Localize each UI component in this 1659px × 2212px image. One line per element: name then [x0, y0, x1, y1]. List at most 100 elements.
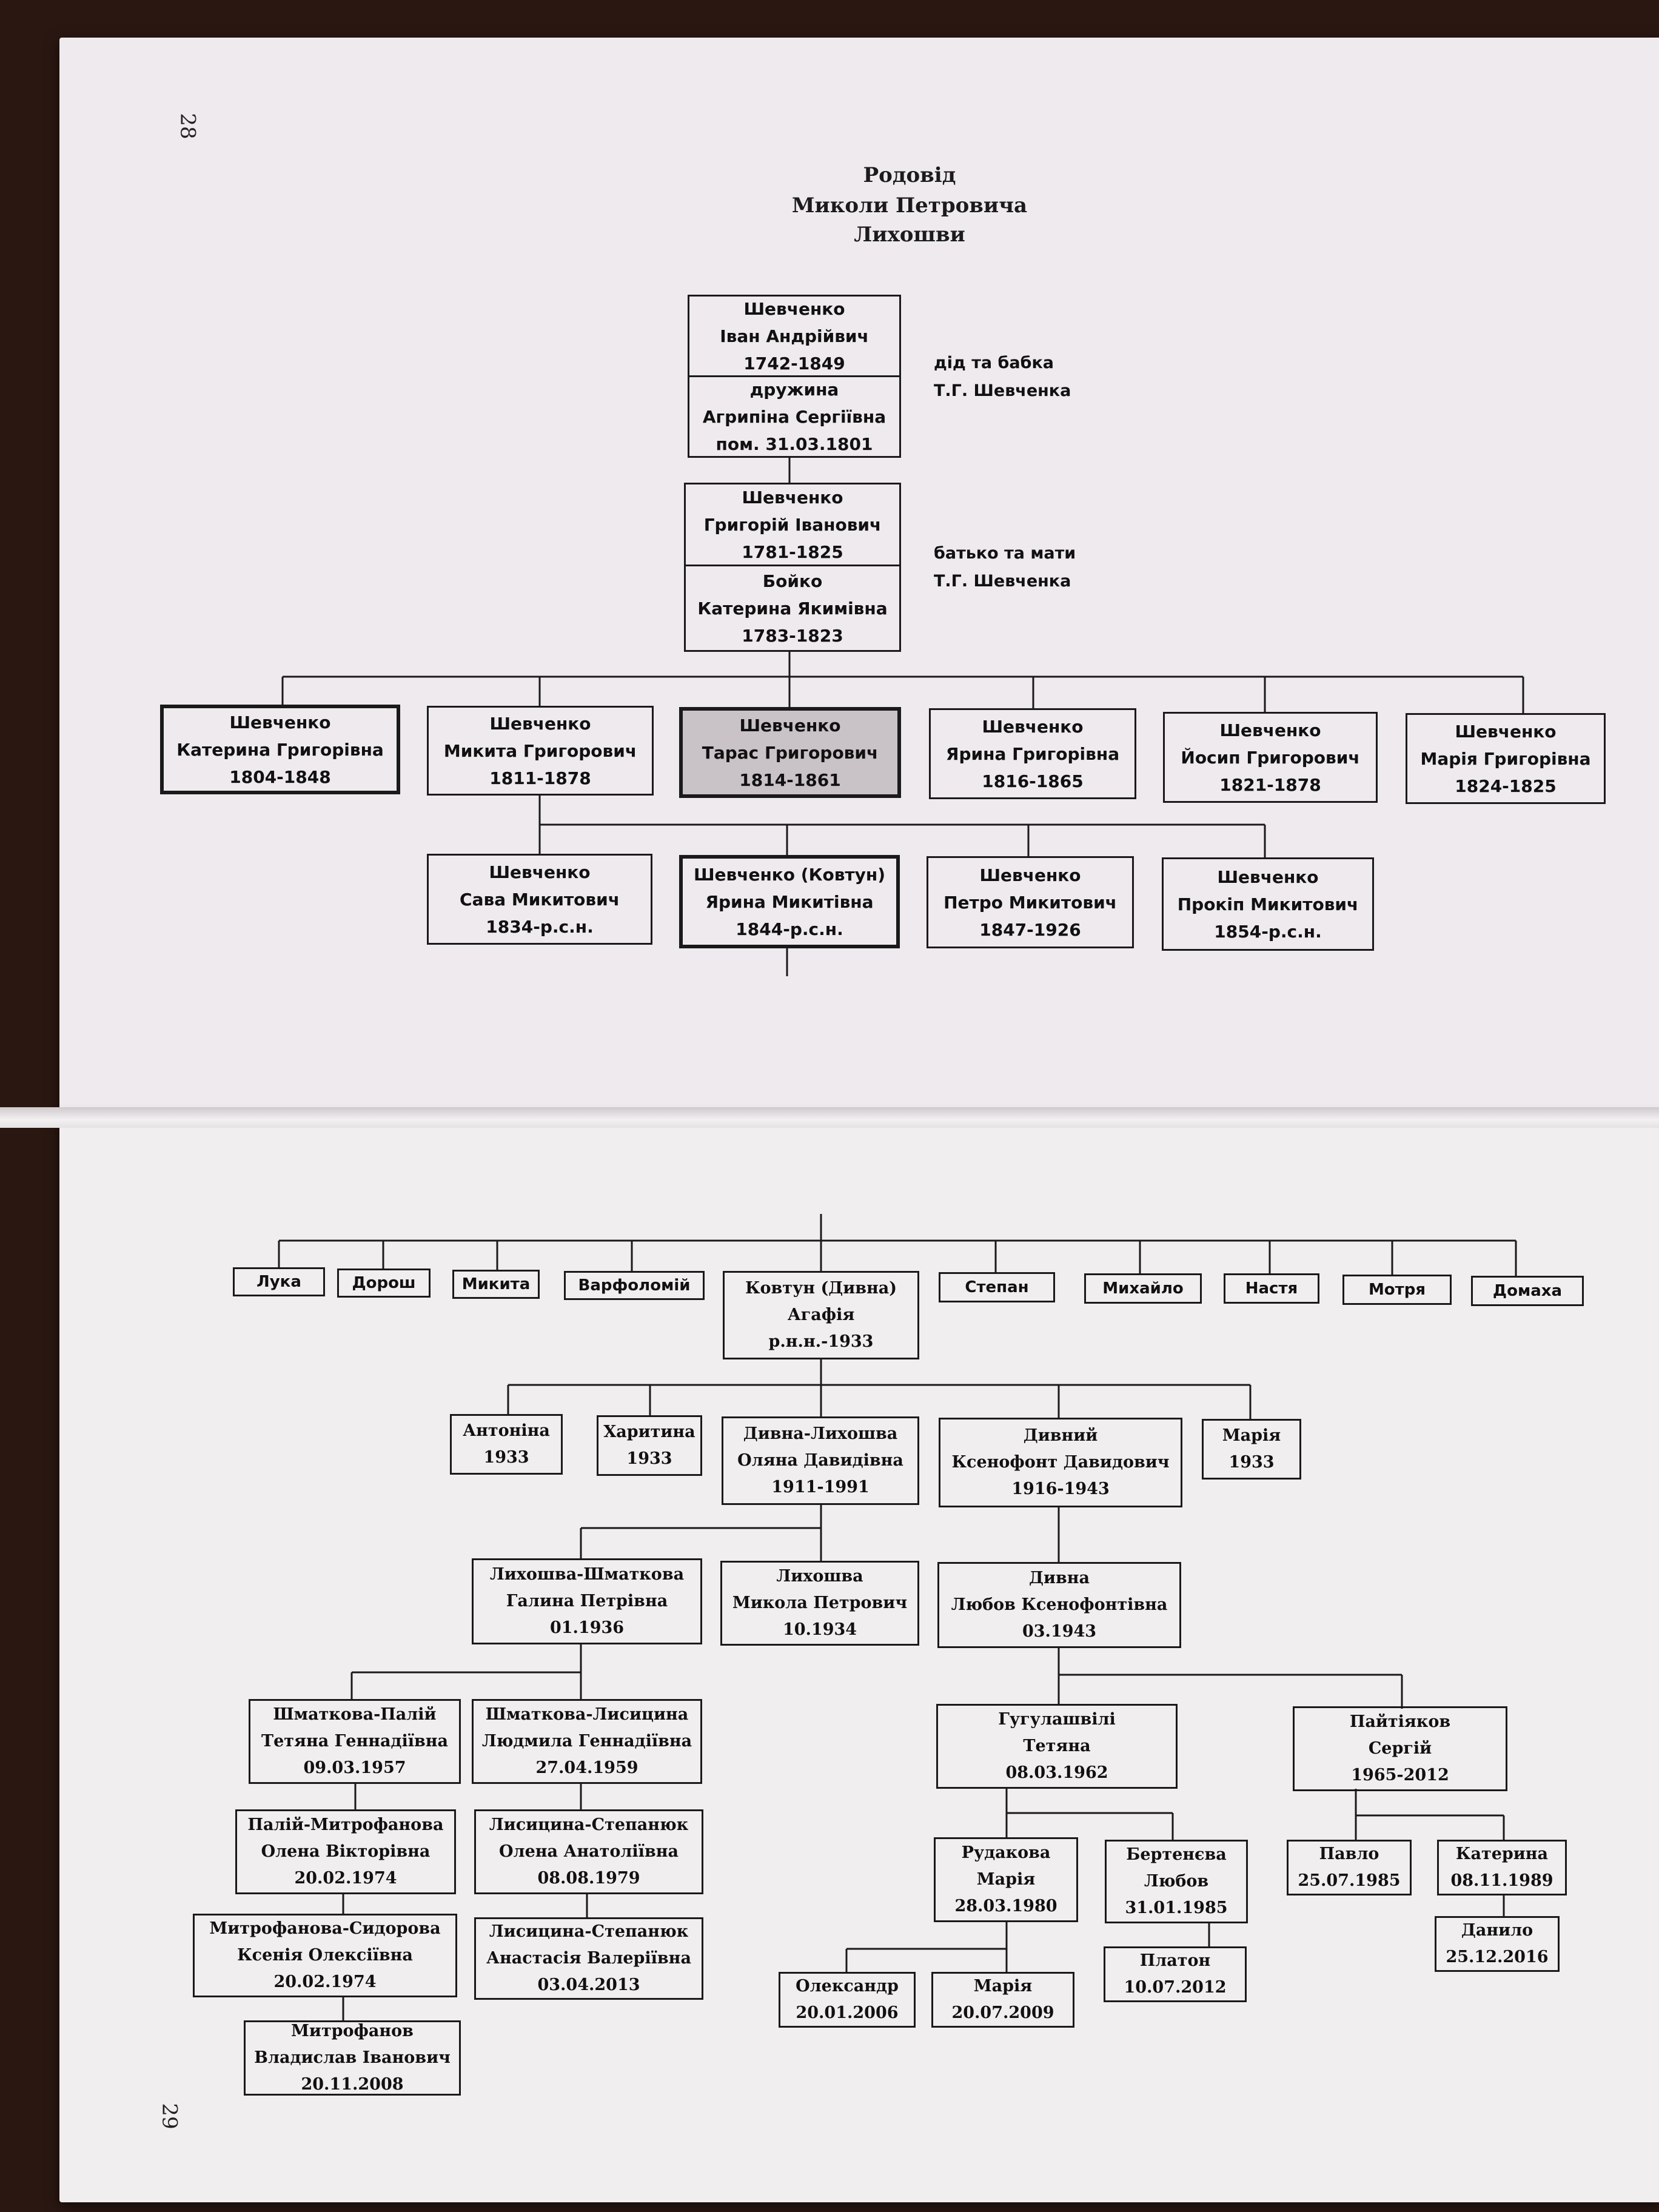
person-tetyana-h: Гугулашвілі Тетяна 08.03.1962: [936, 1704, 1178, 1789]
person-mykola-name: Микола Петрович: [732, 1594, 908, 1612]
person-olena-p-dates: 20.02.1974: [294, 1869, 397, 1888]
person-domakha: Домаха: [1471, 1276, 1584, 1306]
person-domakha-name: Домаха: [1492, 1282, 1563, 1300]
person-mariya-d: Марія 1933: [1202, 1419, 1301, 1480]
person-kateryna-boiko-name: Катерина Якимівна: [697, 598, 888, 618]
person-ivan-surname: Шевченко: [743, 298, 845, 319]
person-ivan-dates: 1742-1849: [743, 353, 845, 374]
person-danylo-name: Данило: [1461, 1921, 1533, 1940]
person-halyna: Лихошва-Шматкова Галина Петрівна 01.1936: [472, 1558, 702, 1644]
person-antonina-name: Антоніна: [463, 1421, 550, 1440]
note-grandparents-line-1: дід та бабка: [934, 354, 1054, 372]
person-halyna-name: Галина Петрівна: [506, 1592, 668, 1610]
person-tetyana-h-name: Тетяна: [1023, 1737, 1091, 1755]
person-olena-l-surname: Лисицина-Степанюк: [489, 1815, 689, 1834]
person-pavlo-dates: 25.07.1985: [1298, 1871, 1401, 1890]
person-mariya-h-name: Марія Григорівна: [1420, 748, 1591, 769]
person-kseniya-surname: Митрофанова-Сидорова: [209, 1919, 441, 1938]
person-lyudmyla-name: Людмила Геннадіївна: [481, 1732, 692, 1751]
person-kateryna-p-dates: 08.11.1989: [1450, 1871, 1553, 1890]
person-ivan-name: Іван Андрійвич: [720, 326, 869, 346]
top-page: [59, 38, 1659, 1116]
person-serhiy-name: Сергій: [1368, 1739, 1432, 1758]
person-tetyana-h-dates: 08.03.1962: [1005, 1763, 1108, 1782]
person-yosyp: Шевченко Йосип Григорович 1821-1878: [1163, 712, 1378, 803]
person-kateryna-boiko-dates: 1783-1823: [742, 625, 843, 646]
person-mykyta-k-name: Микита: [461, 1275, 531, 1293]
person-agrypyna-dates: пом. 31.03.1801: [716, 434, 873, 454]
person-kseniya-name: Ксенія Олексіївна: [237, 1946, 413, 1965]
person-olena-l-name: Олена Анатоліївна: [499, 1842, 679, 1861]
page-title-line-2: Миколи Петровича: [791, 193, 1028, 218]
note-parents-line-1: батько та мати: [934, 544, 1076, 563]
person-serhiy-surname: Пайтіяков: [1349, 1712, 1451, 1731]
person-oleksandr: Олександр 20.01.2006: [779, 1972, 916, 2028]
person-olyana-name: Оляна Давидівна: [737, 1451, 903, 1470]
person-antonina: Антоніна 1933: [450, 1414, 563, 1475]
person-kateryna-h-dates: 1804-1848: [229, 766, 331, 787]
person-olena-p: Палій-Митрофанова Олена Вікторівна 20.02…: [235, 1809, 456, 1894]
person-oleksandr-dates: 20.01.2006: [796, 2003, 899, 2022]
person-danylo: Данило 25.12.2016: [1435, 1916, 1560, 1972]
person-kseniya: Митрофанова-Сидорова Ксенія Олексіївна 2…: [193, 1914, 457, 1997]
person-agrypyna-role: дружина: [749, 379, 839, 400]
person-mykola-surname: Лихошва: [776, 1567, 863, 1586]
person-lyudmyla: Шматкова-Лисицина Людмила Геннадіївна 27…: [472, 1699, 702, 1784]
person-lyubov: Дивна Любов Ксенофонтівна 03.1943: [937, 1562, 1181, 1648]
person-lyubov-b-surname: Бертенєва: [1126, 1845, 1227, 1864]
person-yaryna-h: Шевченко Ярина Григорівна 1816-1865: [929, 708, 1136, 799]
person-kateryna-boiko-surname: Бойко: [762, 571, 823, 591]
person-mariya-h-surname: Шевченко: [1455, 721, 1557, 742]
book-gutter: [0, 1107, 1659, 1128]
person-platon: Платон 10.07.2012: [1104, 1946, 1247, 2002]
person-stepan: Степан: [939, 1272, 1055, 1302]
person-petro-dates: 1847-1926: [979, 919, 1081, 940]
person-prokip-dates: 1854-р.с.н.: [1214, 921, 1322, 942]
note-parents: батько та мати Т.Г. Шевченка: [934, 540, 1076, 595]
person-kharytyna-dates: 1933: [626, 1449, 672, 1468]
person-luka: Лука: [233, 1267, 325, 1296]
person-nastya-name: Настя: [1245, 1279, 1298, 1298]
person-olyana-surname: Дивна-Лихошва: [743, 1424, 898, 1443]
note-grandparents-line-2: Т.Г. Шевченка: [934, 381, 1071, 400]
page-title-line-1: Родовід: [863, 163, 956, 187]
person-ahafiya-name: Агафія: [787, 1305, 855, 1324]
person-anastasiya-surname: Лисицина-Степанюк: [489, 1922, 689, 1941]
person-sava: Шевченко Сава Микитович 1834-р.с.н.: [427, 854, 652, 945]
person-kateryna-h: Шевченко Катерина Григорівна 1804-1848: [160, 705, 400, 794]
person-ivan: Шевченко Іван Андрійвич 1742-1849: [688, 295, 901, 377]
person-kharytyna-name: Харитина: [603, 1423, 695, 1441]
person-lyudmyla-surname: Шматкова-Лисицина: [485, 1705, 689, 1724]
person-ksenofont-surname: Дивний: [1023, 1426, 1098, 1445]
person-danylo-dates: 25.12.2016: [1446, 1948, 1549, 1966]
person-tetyana-sh-surname: Шматкова-Палій: [273, 1705, 437, 1724]
note-grandparents: дід та бабка Т.Г. Шевченка: [934, 349, 1071, 405]
person-tetyana-sh-dates: 09.03.1957: [303, 1758, 406, 1777]
person-kateryna-boiko: Бойко Катерина Якимівна 1783-1823: [684, 565, 901, 652]
person-hryhoriy: Шевченко Григорій Іванович 1781-1825: [684, 483, 901, 566]
person-oleksandr-name: Олександр: [796, 1977, 899, 1996]
person-hryhoriy-surname: Шевченко: [742, 487, 843, 508]
person-taras: Шевченко Тарас Григорович 1814-1861: [679, 707, 901, 798]
person-yosyp-name: Йосип Григорович: [1181, 747, 1360, 768]
person-mariya-d-dates: 1933: [1228, 1453, 1275, 1472]
person-olena-l-dates: 08.08.1979: [537, 1869, 640, 1888]
person-mariya-2009: Марія 20.07.2009: [931, 1972, 1074, 2028]
person-halyna-dates: 01.1936: [549, 1618, 625, 1637]
person-kateryna-p-name: Катерина: [1455, 1845, 1549, 1863]
person-ahafiya-surname: Ковтун (Дивна): [745, 1279, 897, 1298]
person-mykyta-h-dates: 1811-1878: [489, 768, 591, 788]
person-kharytyna: Харитина 1933: [597, 1415, 702, 1476]
person-motrya-name: Мотря: [1368, 1281, 1426, 1299]
person-mariya-h: Шевченко Марія Григорівна 1824-1825: [1406, 713, 1606, 804]
person-platon-dates: 10.07.2012: [1124, 1978, 1227, 1997]
person-mariya-2009-name: Марія: [973, 1977, 1033, 1996]
person-tetyana-sh-name: Тетяна Геннадіївна: [261, 1732, 448, 1751]
person-prokip-surname: Шевченко: [1217, 866, 1319, 887]
person-olyana-dates: 1911-1991: [771, 1478, 870, 1496]
person-mykhailo: Михайло: [1084, 1273, 1202, 1304]
person-ahafiya-dates: р.н.н.-1933: [768, 1332, 874, 1351]
person-yaryna-m: Шевченко (Ковтун) Ярина Микитівна 1844-р…: [679, 855, 900, 948]
person-taras-name: Тарас Григорович: [702, 742, 879, 763]
person-serhiy-dates: 1965-2012: [1351, 1766, 1449, 1785]
